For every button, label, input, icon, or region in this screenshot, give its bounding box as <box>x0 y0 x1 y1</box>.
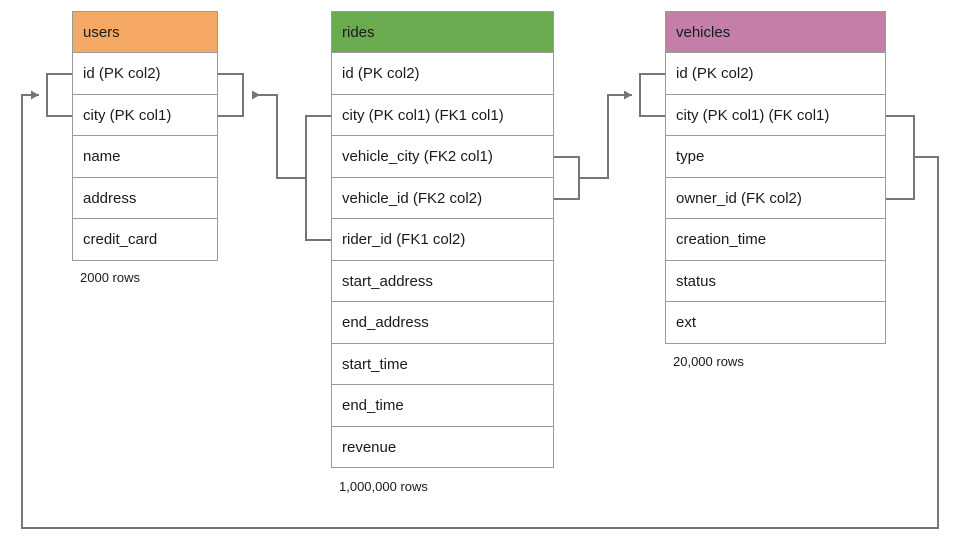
table-rides-column-id[interactable]: id (PK col2) <box>331 53 554 95</box>
table-vehicles-column-id[interactable]: id (PK col2) <box>665 53 886 95</box>
table-users-column-city[interactable]: city (PK col1) <box>72 94 218 136</box>
table-vehicles-column-type[interactable]: type <box>665 136 886 178</box>
table-rides-column-start-address[interactable]: start_address <box>331 260 554 302</box>
table-users-header: users <box>72 11 218 53</box>
table-rides-column-revenue[interactable]: revenue <box>331 426 554 468</box>
vehicles-right-bracket <box>886 115 915 200</box>
table-users-column-name[interactable]: name <box>72 136 218 178</box>
table-users-column-credit-card[interactable]: credit_card <box>72 219 218 261</box>
table-users[interactable]: users id (PK col2) city (PK col1) name a… <box>72 11 218 261</box>
rides-left-bracket <box>305 115 331 241</box>
table-rides-column-city[interactable]: city (PK col1) (FK1 col1) <box>331 94 554 136</box>
vehicles-left-bracket <box>639 73 665 117</box>
table-vehicles-header: vehicles <box>665 11 886 53</box>
users-right-bracket <box>218 73 244 117</box>
table-rides-column-rider-id[interactable]: rider_id (FK1 col2) <box>331 219 554 261</box>
table-users-row-count: 2000 rows <box>80 270 140 285</box>
table-rides-column-end-address[interactable]: end_address <box>331 302 554 344</box>
table-vehicles-row-count: 20,000 rows <box>673 354 744 369</box>
table-vehicles[interactable]: vehicles id (PK col2) city (PK col1) (FK… <box>665 11 886 344</box>
wire-vehicles-fk-to-users <box>21 90 939 529</box>
table-vehicles-column-status[interactable]: status <box>665 260 886 302</box>
wire-rides-fk1-to-users <box>252 90 306 179</box>
table-rides[interactable]: rides id (PK col2) city (PK col1) (FK1 c… <box>331 11 554 468</box>
table-rides-column-end-time[interactable]: end_time <box>331 385 554 427</box>
table-vehicles-column-city[interactable]: city (PK col1) (FK col1) <box>665 94 886 136</box>
table-rides-column-vehicle-city[interactable]: vehicle_city (FK2 col1) <box>331 136 554 178</box>
table-rides-row-count: 1,000,000 rows <box>339 479 428 494</box>
users-left-bracket <box>46 73 72 117</box>
table-users-column-address[interactable]: address <box>72 177 218 219</box>
wire-rides-fk2-to-vehicles <box>579 90 632 179</box>
rides-right-bracket <box>554 156 580 200</box>
table-vehicles-column-creation-time[interactable]: creation_time <box>665 219 886 261</box>
table-vehicles-column-ext[interactable]: ext <box>665 302 886 344</box>
table-vehicles-column-owner-id[interactable]: owner_id (FK col2) <box>665 177 886 219</box>
table-users-column-id[interactable]: id (PK col2) <box>72 53 218 95</box>
table-rides-column-start-time[interactable]: start_time <box>331 343 554 385</box>
table-rides-header: rides <box>331 11 554 53</box>
table-rides-column-vehicle-id[interactable]: vehicle_id (FK2 col2) <box>331 177 554 219</box>
